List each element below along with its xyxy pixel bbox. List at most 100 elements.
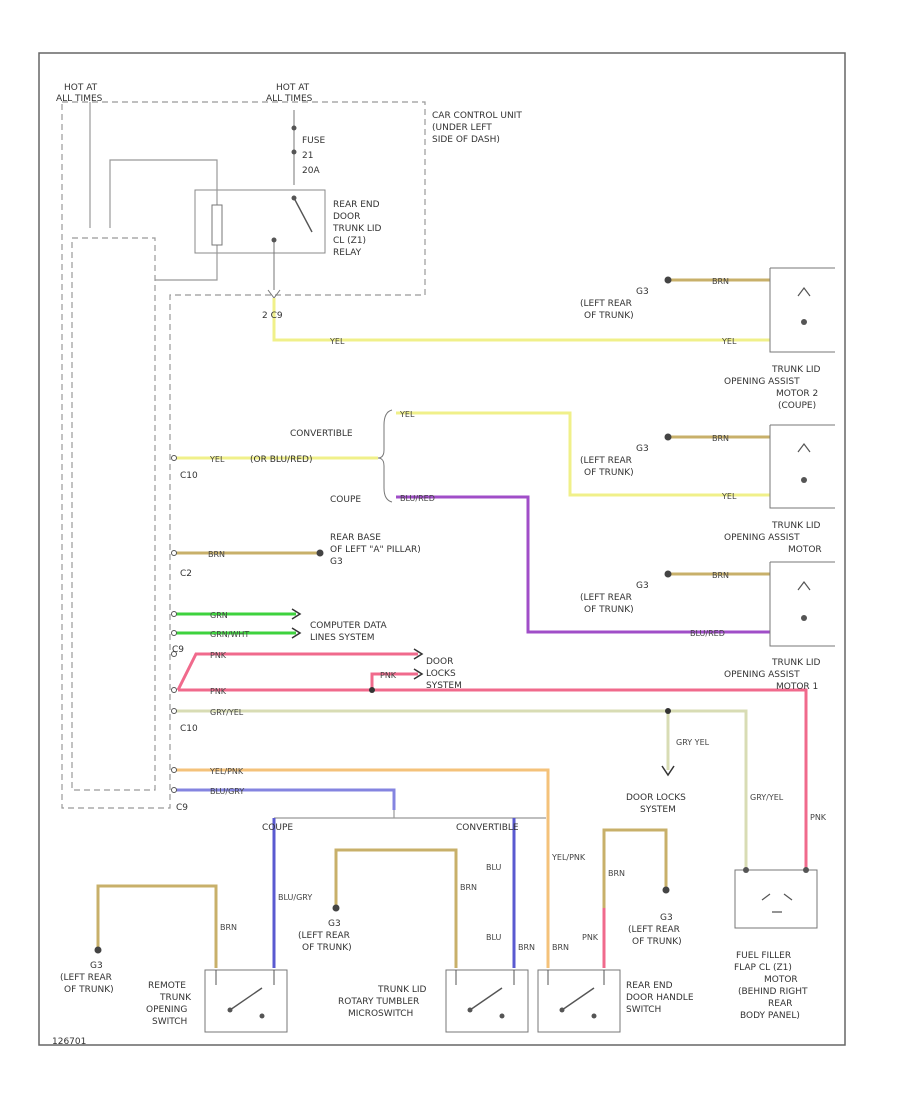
relay-switch-pivot — [291, 195, 297, 201]
arrow-gryel — [661, 765, 675, 777]
label-m3-1: TRUNK LID — [771, 365, 821, 375]
label-fuse-2: 21 — [302, 151, 313, 161]
label-g5-b: (LEFT REAR — [298, 931, 350, 941]
label-c9-top: 2 C9 — [262, 311, 283, 321]
relay-switch-contact — [293, 197, 313, 233]
pnk-splice — [369, 687, 375, 693]
trunk-lid-motor-3 — [769, 267, 835, 353]
wl-gryel-v: GRY/YEL — [750, 793, 784, 802]
label-fuel-1: FUEL FILLER — [736, 951, 791, 961]
label-ccu-1: CAR CONTROL UNIT — [432, 111, 522, 121]
option-brace — [377, 409, 393, 503]
label-m1-1: TRUNK LID — [771, 658, 821, 668]
wl-yel-c10: YEL — [209, 455, 225, 464]
footer-code: 126701 — [52, 1037, 86, 1047]
wl-blu-tumbler-a: BLU — [486, 863, 502, 872]
label-coupe-low: COUPE — [262, 823, 293, 833]
label-c9-mid: C9 — [172, 645, 184, 655]
label-hot-ign-1: HOT AT — [64, 83, 98, 93]
wire-blured-coupe — [396, 495, 770, 634]
label-tumbler-1: TRUNK LID — [377, 985, 427, 995]
label-door-locks-1: DOOR — [426, 657, 453, 667]
label-g5-c: OF TRUNK) — [302, 943, 352, 953]
label-m2-2: OPENING ASSIST — [724, 533, 800, 543]
label-g3-b: (LEFT REAR — [580, 593, 632, 603]
wl-blu-remote: BLU/GRY — [278, 893, 312, 902]
label-computer-2: LINES SYSTEM — [310, 633, 375, 643]
relay-output-terminal — [271, 237, 277, 243]
label-door-locks-3: SYSTEM — [426, 681, 462, 691]
wire-yel-convertible — [396, 411, 770, 497]
arrow-grn — [291, 608, 302, 620]
relay-coil-loop — [109, 159, 218, 281]
wire-brn-handle — [602, 828, 668, 968]
car-control-unit — [61, 101, 426, 809]
wl-brn-handle: BRN — [608, 869, 625, 878]
label-hot-all-1: HOT AT — [276, 83, 310, 93]
label-rear-base-1: REAR BASE — [330, 533, 381, 543]
wl-pnk-2: PNK — [210, 687, 227, 696]
label-g1-a: G3 — [636, 287, 649, 297]
wl-blu-tumbler-b: BLU — [486, 933, 502, 942]
label-c10: C10 — [180, 471, 198, 481]
label-m3-4: (COUPE) — [778, 401, 816, 411]
c9-connector-arrow — [267, 289, 281, 299]
wl-brn-3: BRN — [712, 571, 729, 580]
label-m2-3: MOTOR — [788, 545, 822, 555]
trunk-lid-motor — [769, 561, 835, 647]
label-fuel-6: BODY PANEL) — [740, 1011, 800, 1021]
label-ccu-2: (UNDER LEFT — [432, 123, 492, 133]
wire-blugry — [176, 788, 396, 810]
wire-pnk-c9 — [176, 652, 418, 691]
label-handle-3: SWITCH — [626, 1005, 661, 1015]
remote-trunk-opening-switch — [204, 969, 288, 1033]
label-rear-base-3: G3 — [330, 557, 343, 567]
label-remote-2: TRUNK — [159, 993, 192, 1003]
label-door-locks-b1: DOOR LOCKS — [626, 793, 686, 803]
ground-c2-point — [316, 549, 324, 557]
label-g3-a: G3 — [636, 581, 649, 591]
ground-1-point — [664, 276, 672, 284]
label-fuel-4: (BEHIND RIGHT — [738, 987, 808, 997]
wire-pnk-doorlocks — [370, 672, 418, 690]
label-c2: C2 — [180, 569, 192, 579]
label-g4-c: OF TRUNK) — [64, 985, 114, 995]
wl-yel-top-b: YEL — [721, 337, 737, 346]
rear-end-door-handle-switch — [537, 969, 621, 1033]
label-tumbler-2: ROTARY TUMBLER — [338, 997, 419, 1007]
diagram-border — [38, 52, 846, 1046]
label-door-locks-2: LOCKS — [426, 669, 456, 679]
label-hot-all-2: ALL TIMES — [266, 94, 313, 104]
wl-brn-handle2: BRN — [552, 943, 569, 952]
wl-grn: GRN — [210, 611, 228, 620]
wire-pnk-main — [178, 688, 808, 868]
wire-yelpnk — [176, 768, 550, 968]
label-tumbler-3: MICROSWITCH — [348, 1009, 413, 1019]
label-coupe: COUPE — [330, 495, 361, 505]
label-relay-2: DOOR — [333, 212, 360, 222]
label-c9-low: C9 — [176, 803, 188, 813]
label-handle-2: DOOR HANDLE — [626, 993, 694, 1003]
label-g4-a: G3 — [90, 961, 103, 971]
label-door-locks-b2: SYSTEM — [640, 805, 676, 815]
label-convertible: CONVERTIBLE — [290, 429, 353, 439]
label-fuel-3: MOTOR — [764, 975, 798, 985]
wl-brn-tumbler2: BRN — [518, 943, 535, 952]
label-fuse-1: FUSE — [302, 136, 325, 146]
label-fuel-5: REAR — [768, 999, 792, 1009]
label-g6-b: (LEFT REAR — [628, 925, 680, 935]
label-relay-4: CL (Z1) — [333, 236, 366, 246]
car-control-unit-inner — [71, 237, 156, 791]
wl-gryel: GRY/YEL — [210, 708, 244, 717]
wl-brn-tumbler: BRN — [460, 883, 477, 892]
label-fuel-2: FLAP CL (Z1) — [734, 963, 792, 973]
wl-pnk-3: PNK — [380, 671, 397, 680]
arrow-grnwht — [291, 627, 302, 639]
label-g6-a: G3 — [660, 913, 673, 923]
label-g2-b: (LEFT REAR — [580, 456, 632, 466]
label-m3-3: MOTOR 2 — [776, 389, 818, 399]
label-m1-2: OPENING ASSIST — [724, 670, 800, 680]
wl-pnk-1: PNK — [210, 651, 227, 660]
label-g1-c: OF TRUNK) — [584, 311, 634, 321]
